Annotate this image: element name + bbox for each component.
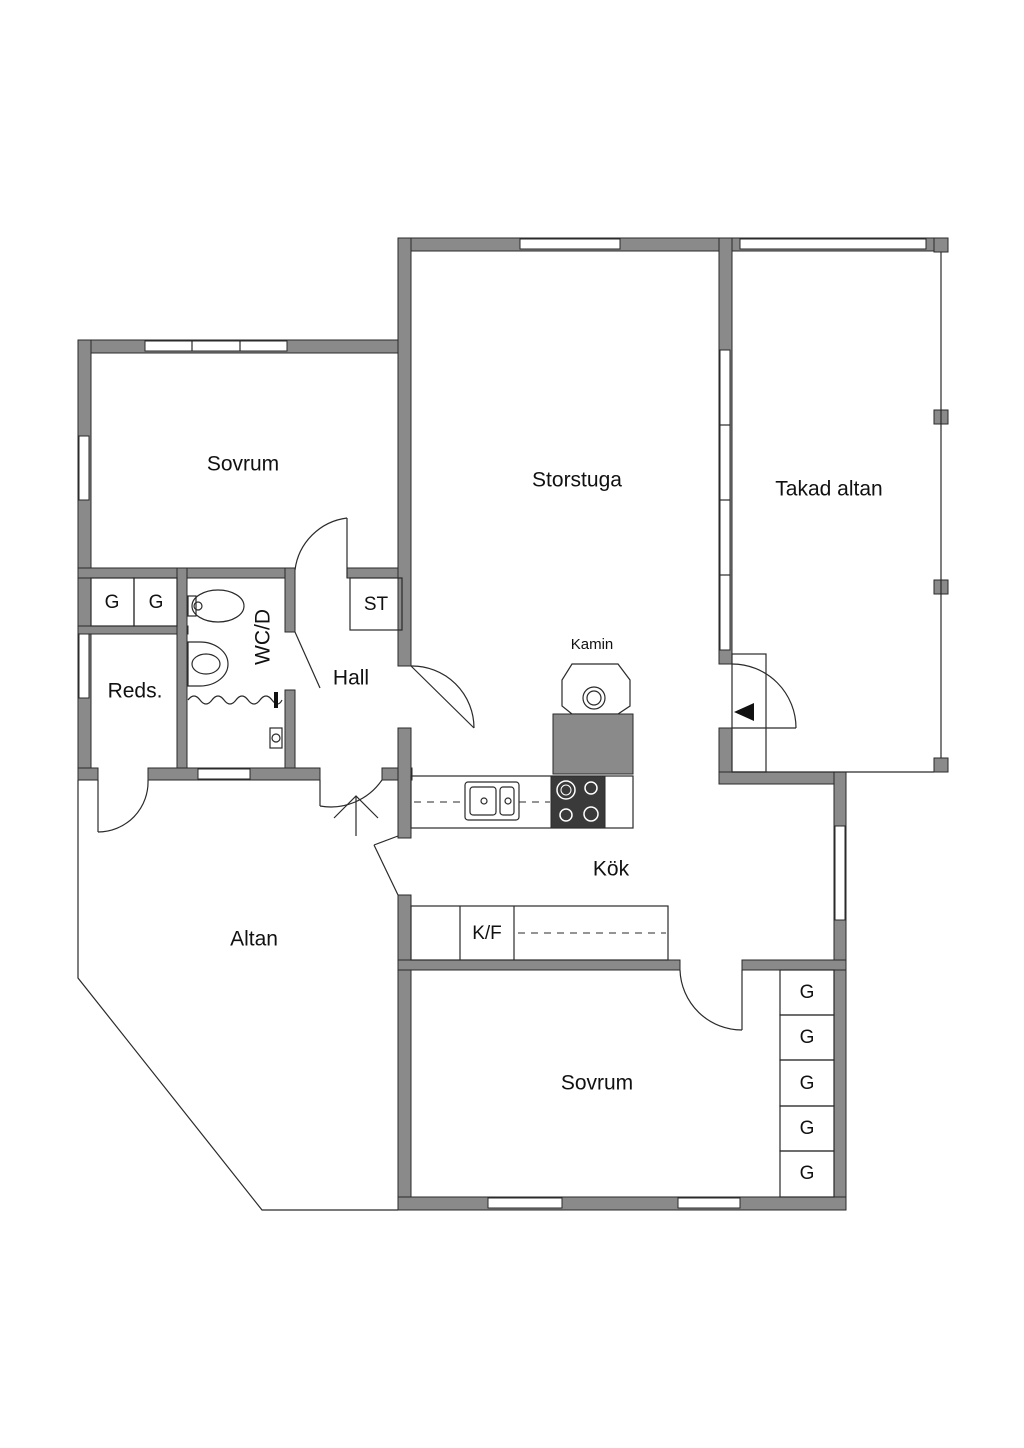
kitchen-counter bbox=[410, 775, 634, 829]
st-label: ST bbox=[364, 594, 389, 615]
door-frame bbox=[731, 653, 767, 773]
window bbox=[78, 633, 90, 699]
room-label-wc-d: WC/D bbox=[252, 609, 275, 665]
fridge-counter: K/F bbox=[410, 905, 669, 961]
room-label-kok: Kök bbox=[593, 858, 630, 881]
wardrobe-unit-top: G G bbox=[90, 577, 178, 627]
sink-icon bbox=[187, 641, 229, 687]
sink-bowl bbox=[191, 653, 221, 675]
toilet-icon bbox=[191, 589, 245, 623]
shower-rod-icon bbox=[274, 692, 278, 708]
toilet-tank bbox=[187, 595, 197, 617]
washer-icon bbox=[269, 727, 283, 749]
door-swing bbox=[679, 969, 743, 1031]
window bbox=[739, 238, 927, 250]
room-label-takad-altan: Takad altan bbox=[775, 478, 882, 501]
counter-top bbox=[410, 775, 634, 829]
room-label-storstuga: Storstuga bbox=[532, 469, 622, 492]
kf-label: K/F bbox=[472, 923, 502, 944]
wall bbox=[176, 567, 188, 781]
fireplace-opening bbox=[582, 686, 606, 710]
wardrobe-label: G bbox=[800, 982, 815, 1003]
wall bbox=[77, 339, 92, 781]
wall bbox=[77, 767, 99, 781]
wall bbox=[741, 959, 847, 971]
window bbox=[834, 825, 846, 921]
room-label-reds: Reds. bbox=[108, 680, 163, 703]
window bbox=[144, 340, 288, 352]
storage-closet bbox=[349, 577, 403, 631]
wardrobe-label: G bbox=[105, 592, 120, 613]
lower-counter bbox=[410, 905, 669, 961]
wardrobe-unit-bottom: G G G G G bbox=[779, 969, 835, 1198]
room-label-sovrum-top: Sovrum bbox=[207, 453, 279, 476]
wall bbox=[186, 567, 296, 579]
fireplace bbox=[552, 663, 634, 775]
wall bbox=[397, 894, 412, 1211]
stove-icon bbox=[550, 775, 606, 829]
door-swing bbox=[294, 517, 348, 571]
wardrobe-label: G bbox=[800, 1073, 815, 1094]
wall bbox=[77, 567, 189, 579]
door-swing bbox=[319, 779, 383, 808]
room-labels: Sovrum Storstuga Takad altan Kamin WC/D … bbox=[108, 453, 883, 1095]
wall bbox=[284, 689, 296, 781]
wall bbox=[718, 771, 847, 785]
fireplace-icon bbox=[561, 663, 631, 715]
window bbox=[197, 768, 251, 780]
fireplace-opening bbox=[586, 690, 602, 706]
toilet-seat bbox=[193, 601, 203, 611]
main-entrance-arrow-icon bbox=[333, 795, 379, 836]
window bbox=[78, 435, 90, 501]
wardrobe-cell bbox=[133, 577, 178, 627]
window bbox=[677, 1197, 741, 1209]
window bbox=[519, 238, 621, 250]
entrance-arrow-icon bbox=[734, 703, 754, 721]
windows bbox=[78, 238, 927, 1209]
wall bbox=[397, 237, 412, 667]
wardrobe-label: G bbox=[800, 1027, 815, 1048]
deck-outline bbox=[77, 780, 398, 1211]
wall bbox=[397, 727, 412, 839]
wall bbox=[284, 567, 296, 633]
room-label-sovrum-bottom: Sovrum bbox=[561, 1072, 633, 1095]
post bbox=[933, 757, 949, 773]
sink-icon bbox=[464, 781, 520, 821]
wardrobe-cell bbox=[779, 1150, 835, 1198]
wall bbox=[397, 959, 681, 971]
wardrobe-label: G bbox=[149, 592, 164, 613]
room-label-altan: Altan bbox=[230, 928, 278, 951]
wall bbox=[77, 625, 189, 635]
doors bbox=[97, 517, 797, 1031]
door-swing bbox=[731, 663, 797, 729]
bathroom-fixtures bbox=[187, 589, 283, 749]
wall bbox=[397, 1196, 847, 1211]
door-leaf bbox=[294, 631, 321, 689]
door-swing bbox=[410, 665, 475, 729]
wardrobe-label: G bbox=[800, 1118, 815, 1139]
room-label-kamin: Kamin bbox=[571, 636, 614, 653]
fireplace-base bbox=[552, 713, 634, 775]
room-label-hall: Hall bbox=[333, 667, 369, 690]
door-leaf bbox=[373, 844, 399, 896]
door-swing bbox=[97, 779, 149, 833]
window bbox=[487, 1197, 563, 1209]
door-leaf bbox=[373, 835, 399, 846]
shower-curtain bbox=[187, 695, 283, 705]
post bbox=[933, 237, 949, 253]
wardrobe-label: G bbox=[800, 1163, 815, 1184]
door-leaf bbox=[410, 665, 475, 729]
walls bbox=[77, 237, 949, 1211]
